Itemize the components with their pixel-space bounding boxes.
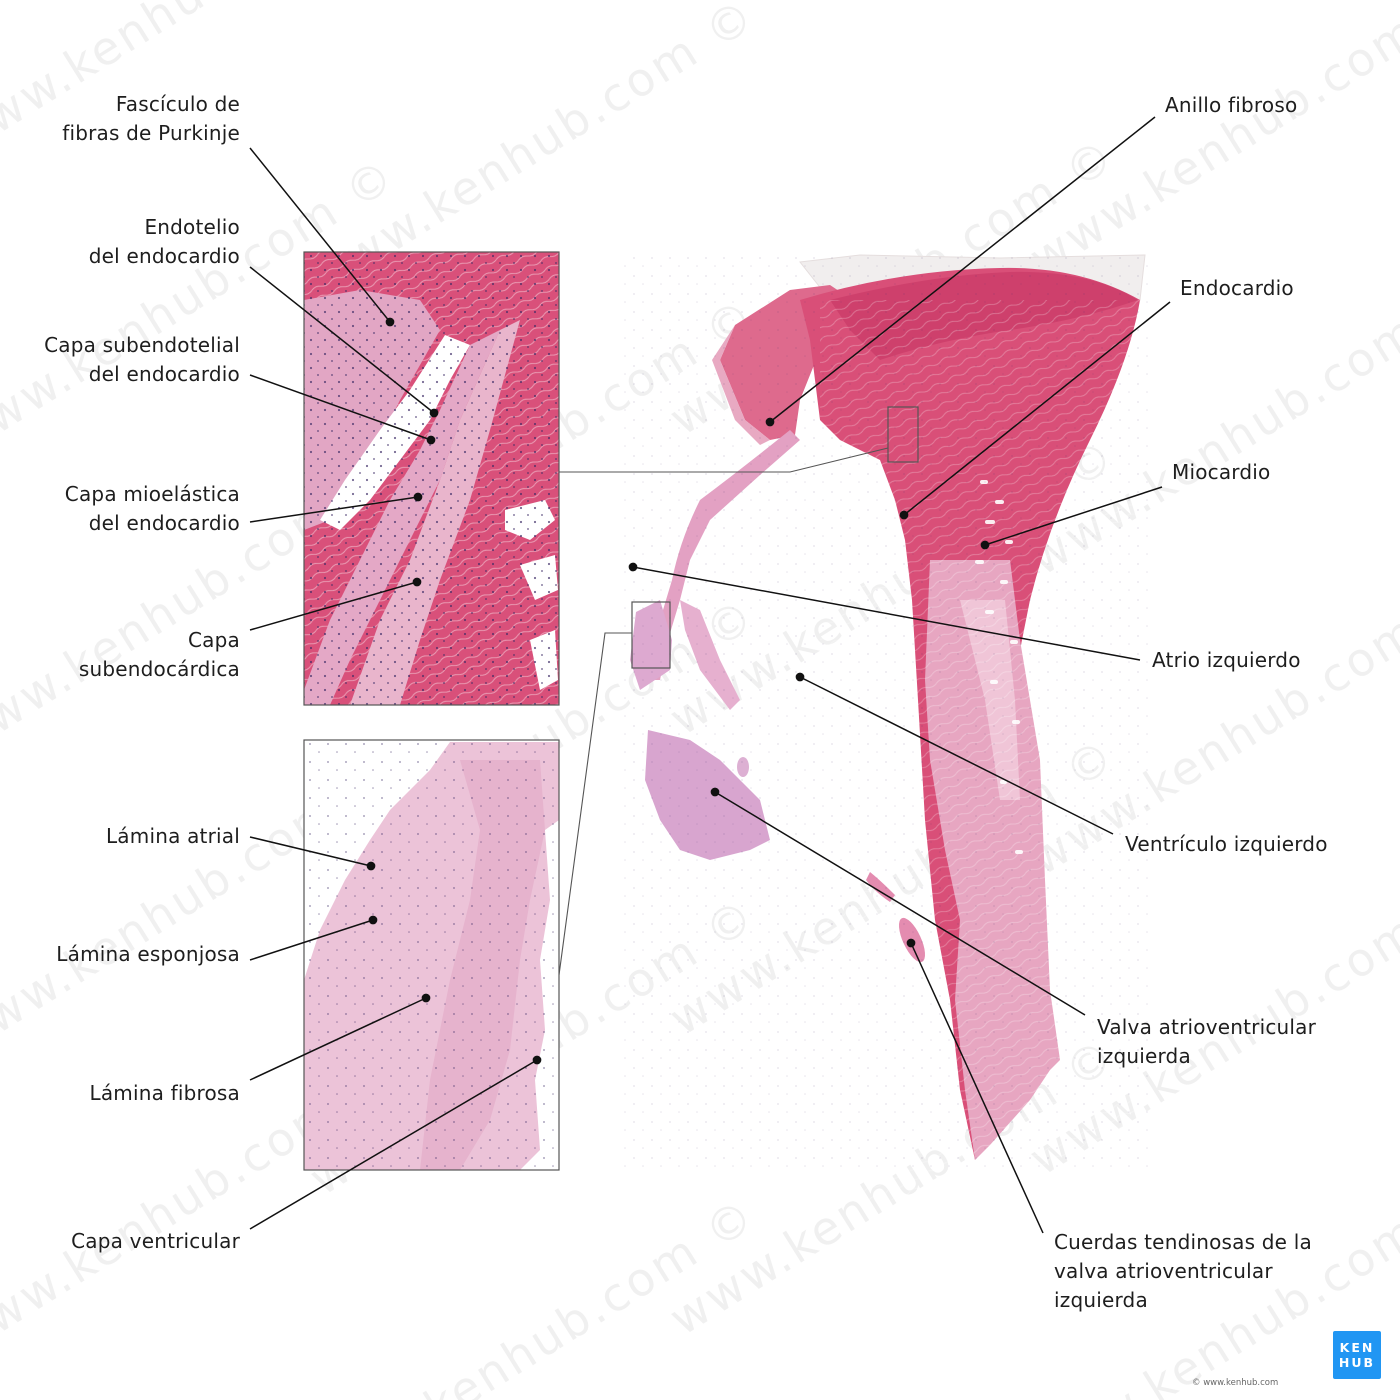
inset-valve-image [304, 740, 559, 1170]
label-spongy-lamina: Lámina esponjosa [56, 940, 240, 969]
label-fibrous-lamina: Lámina fibrosa [89, 1079, 240, 1108]
label-chordae-tendineae: Cuerdas tendinosas de la valva atriovent… [1054, 1228, 1312, 1315]
inset-valve-border [303, 739, 560, 1171]
main-tissue-section [620, 250, 1150, 1200]
leader-lines [249, 116, 1171, 1234]
label-line: Lámina esponjosa [56, 942, 240, 966]
label-line: Valva atrioventricular [1097, 1015, 1317, 1039]
inset-endocardium-border [303, 251, 560, 706]
label-endothelium: Endotelio del endocardio [89, 213, 240, 271]
label-line: Anillo fibroso [1165, 93, 1298, 117]
label-line: izquierda [1054, 1288, 1148, 1312]
label-mitral-valve: Valva atrioventricular izquierda [1097, 1013, 1316, 1071]
label-line: Endocardio [1180, 276, 1294, 300]
label-line: fibras de Purkinje [62, 121, 240, 145]
logo-text-top: KEN [1339, 1340, 1375, 1355]
label-atrial-lamina: Lámina atrial [106, 822, 240, 851]
label-line: subendocárdica [78, 657, 240, 681]
inset-endocardium-image [304, 252, 559, 705]
label-line: valva atrioventricular [1054, 1259, 1273, 1283]
copyright-text: © www.kenhub.com [1192, 1378, 1279, 1388]
label-line: Capa ventricular [71, 1229, 240, 1253]
label-fibrous-ring: Anillo fibroso [1165, 91, 1297, 120]
label-line: Endotelio [144, 215, 240, 239]
label-left-ventricle: Ventrículo izquierdo [1125, 830, 1328, 859]
label-line: Capa [188, 628, 240, 652]
kenhub-logo[interactable]: KEN HUB [1333, 1331, 1381, 1379]
label-line: Miocardio [1172, 460, 1271, 484]
inset-frame-endocardium [887, 406, 919, 463]
label-line: izquierda [1097, 1044, 1191, 1068]
label-myocardium: Miocardio [1172, 458, 1270, 487]
label-subendothelial-layer: Capa subendotelial del endocardio [44, 331, 240, 389]
label-subendocardial-layer: Capa subendocárdica [79, 626, 240, 684]
label-myoelastic-layer: Capa mioelástica del endocardio [65, 480, 240, 538]
logo-text-bottom: HUB [1338, 1355, 1376, 1370]
label-line: del endocardio [88, 244, 240, 268]
label-line: Ventrículo izquierdo [1125, 832, 1328, 856]
label-purkinje-fibers: Fascículo de fibras de Purkinje [62, 90, 240, 148]
label-line: Lámina atrial [105, 824, 240, 848]
label-line: Capa mioelástica [64, 482, 240, 506]
label-line: Atrio izquierdo [1152, 648, 1301, 672]
label-line: Cuerdas tendinosas de la [1054, 1230, 1312, 1254]
label-line: del endocardio [88, 511, 240, 535]
label-endocardium: Endocardio [1180, 274, 1294, 303]
label-line: Lámina fibrosa [89, 1081, 240, 1105]
label-line: del endocardio [88, 362, 240, 386]
label-left-atrium: Atrio izquierdo [1152, 646, 1301, 675]
label-line: Capa subendotelial [44, 333, 240, 357]
label-line: Fascículo de [115, 92, 240, 116]
inset-frame-valve [631, 601, 671, 669]
label-ventricular-layer: Capa ventricular [71, 1227, 240, 1256]
